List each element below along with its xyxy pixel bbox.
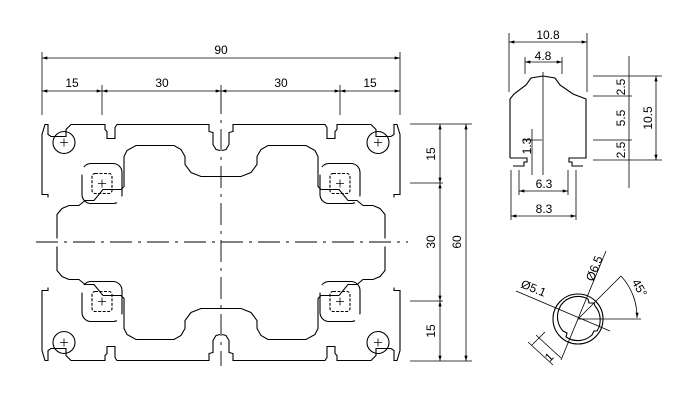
profile-cavity-contour bbox=[56, 246, 221, 341]
dim-width-left-30: 30 bbox=[155, 76, 169, 90]
profile-cavity-contour bbox=[221, 246, 386, 341]
slot-dim-height-bottom: 2.5 bbox=[614, 141, 628, 158]
slot-dim-height-middle: 5.5 bbox=[614, 109, 628, 126]
corner-hole-center-mark bbox=[60, 338, 68, 347]
corner-hole-center-mark bbox=[374, 138, 382, 147]
corner-hole-center-mark bbox=[60, 138, 68, 147]
dim-height-top-15: 15 bbox=[424, 147, 438, 161]
dim-width-right-30: 30 bbox=[274, 76, 288, 90]
profile-cavity-contour bbox=[56, 144, 221, 239]
slot-dim-bottom-width: 8.3 bbox=[536, 202, 553, 216]
dim-height-bottom-15: 15 bbox=[424, 324, 438, 338]
dim-width-left-15: 15 bbox=[65, 76, 79, 90]
core-hole-center-mark bbox=[336, 179, 344, 188]
profile-outer-contour bbox=[41, 287, 221, 362]
corner-hole bbox=[366, 130, 390, 155]
slot-dim-inner-width: 6.3 bbox=[536, 177, 553, 191]
dim-height-middle-30: 30 bbox=[424, 235, 438, 249]
corner-hole bbox=[366, 330, 390, 355]
profile-outer-contour bbox=[221, 287, 401, 362]
main-profile-view bbox=[41, 123, 401, 362]
core-hole-detail-view: Ø5.1 Ø6.5 45° 1 bbox=[515, 250, 650, 366]
slot-dim-neck-width: 4.8 bbox=[535, 49, 552, 63]
profile-cavity-contour bbox=[221, 144, 386, 239]
corner-hole-center-mark bbox=[374, 338, 382, 347]
core-hole bbox=[91, 290, 113, 313]
horizontal-dimensions: 90 15 30 30 15 bbox=[41, 43, 401, 115]
corner-hole bbox=[52, 130, 76, 155]
core-dim-inner-diameter: Ø5.1 bbox=[519, 277, 549, 300]
vertical-dimensions: 15 30 15 60 bbox=[410, 123, 472, 362]
dim-overall-width: 90 bbox=[214, 43, 228, 57]
core-web-contour bbox=[81, 162, 123, 205]
slot-dim-total-height: 10.5 bbox=[641, 106, 655, 130]
core-hole-center-mark bbox=[336, 297, 344, 306]
core-web-contour bbox=[319, 162, 361, 205]
slot-dim-lip-depth: 1.3 bbox=[520, 137, 534, 154]
dim-overall-height: 60 bbox=[450, 235, 464, 249]
core-dim-angle: 45° bbox=[629, 277, 650, 300]
profile-outer-contour bbox=[221, 123, 401, 198]
corner-hole bbox=[52, 330, 76, 355]
core-hole-center-mark bbox=[98, 297, 106, 306]
core-hole bbox=[329, 290, 351, 313]
core-web-contour bbox=[319, 280, 361, 323]
slot-dim-height-top: 2.5 bbox=[614, 78, 628, 95]
core-hole-center-mark bbox=[98, 179, 106, 188]
core-hole bbox=[91, 172, 113, 195]
profile-outer-contour bbox=[41, 123, 221, 198]
slot-dim-top-width: 10.8 bbox=[536, 28, 560, 42]
core-web-contour bbox=[81, 280, 123, 323]
dim-width-right-15: 15 bbox=[363, 76, 377, 90]
slot-detail-view: 10.8 4.8 6.3 8.3 1.3 2.5 5.5 2.5 10.5 bbox=[508, 28, 662, 220]
core-dim-outer-diameter: Ø6.5 bbox=[583, 254, 606, 284]
core-hole bbox=[329, 172, 351, 195]
